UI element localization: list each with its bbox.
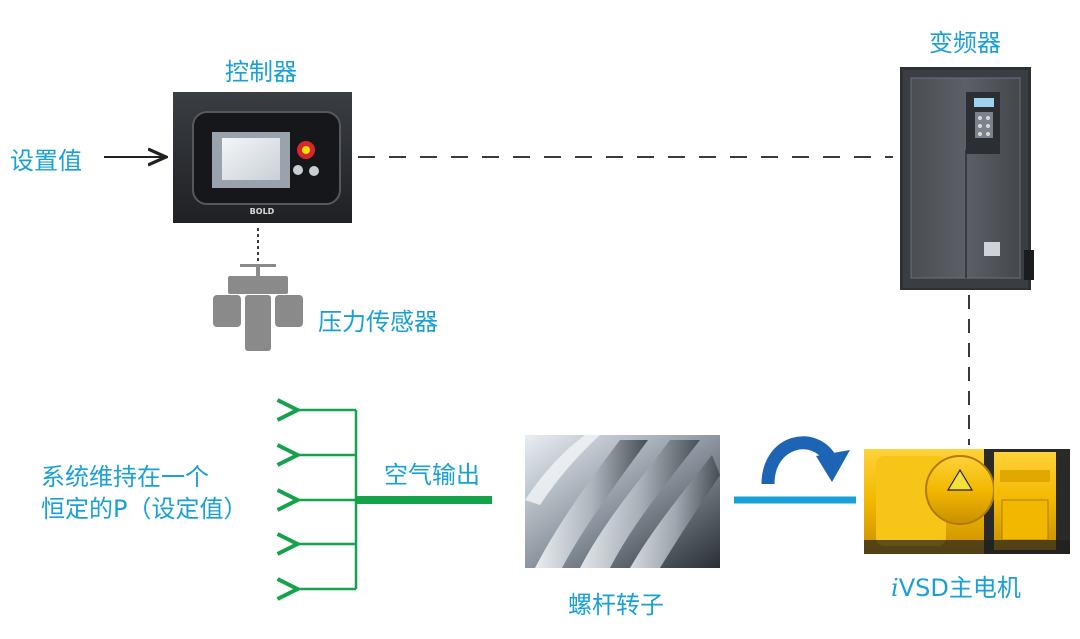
system-status-line2: 恒定的P（设定值） (41, 495, 248, 523)
air-output-manifold (295, 410, 358, 589)
rotation-arrow-icon (761, 436, 850, 485)
pressure-sensor-icon (213, 264, 303, 351)
setpoint-label: 设置值 (10, 147, 82, 175)
inverter-photo (900, 67, 1034, 290)
controller-brand: BOLD (250, 207, 275, 216)
pressure-sensor-label: 压力传感器 (318, 308, 438, 336)
motor-label-name: VSD主电机 (898, 574, 1021, 602)
motor-label: iVSD主电机 (891, 568, 1021, 603)
motor-photo (864, 449, 1070, 554)
system-status-line1: 系统维持在一个 (41, 463, 209, 491)
inverter-label: 变频器 (929, 29, 1001, 57)
air-output-label: 空气输出 (384, 461, 480, 489)
screw-rotor-photo (525, 435, 720, 568)
controller-photo: BOLD (173, 92, 352, 223)
motor-label-prefix: i (891, 574, 899, 602)
screw-rotor-label: 螺杆转子 (568, 591, 664, 619)
controller-label: 控制器 (225, 58, 297, 86)
